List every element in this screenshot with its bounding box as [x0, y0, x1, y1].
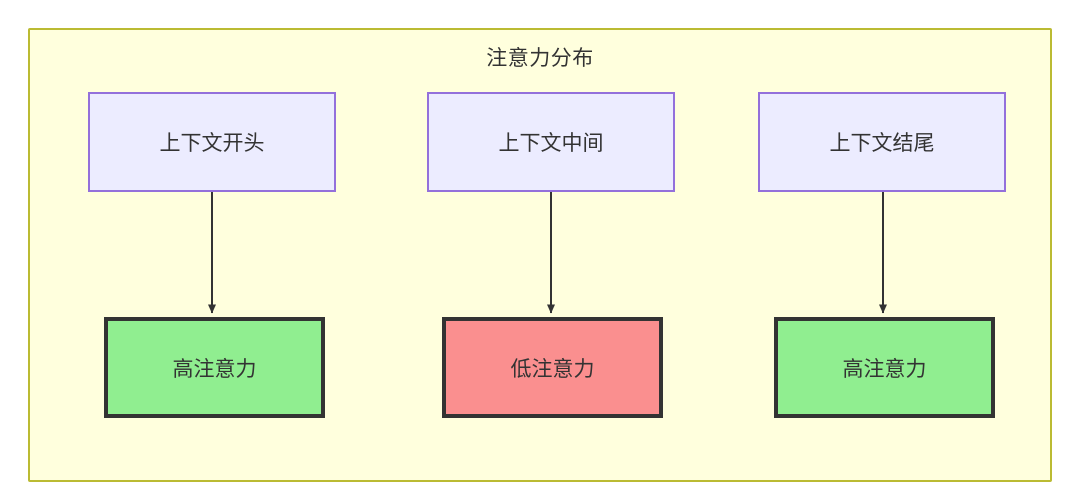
node-label: 高注意力	[842, 357, 927, 381]
node-context-end[interactable]: 上下文结尾	[758, 92, 1006, 192]
node-label: 上下文中间	[498, 132, 604, 155]
node-high-attention-beginning[interactable]: 高注意力	[104, 317, 325, 418]
node-label: 低注意力	[510, 357, 595, 381]
node-label: 高注意力	[172, 357, 257, 381]
subgraph-title: 注意力分布	[486, 47, 594, 70]
node-label: 上下文结尾	[829, 132, 935, 155]
node-context-beginning[interactable]: 上下文开头	[88, 92, 336, 192]
node-context-middle[interactable]: 上下文中间	[427, 92, 675, 192]
node-low-attention-middle[interactable]: 低注意力	[442, 317, 663, 418]
node-high-attention-end[interactable]: 高注意力	[774, 317, 995, 418]
node-label: 上下文开头	[159, 132, 265, 155]
